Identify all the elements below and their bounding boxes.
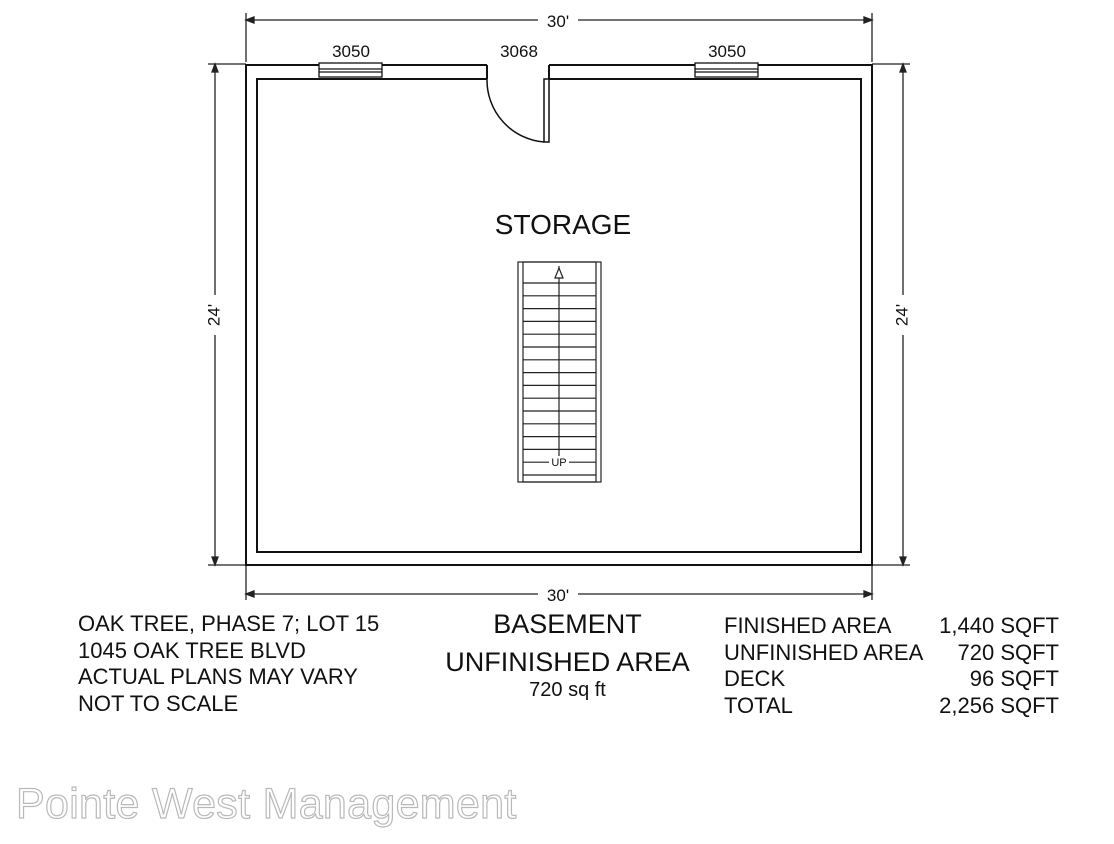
dimension-left-label: 24'	[204, 304, 223, 326]
watermark: Pointe West Management	[15, 779, 517, 828]
floor-subtitle: UNFINISHED AREA	[445, 647, 690, 677]
window-right-label: 3050	[708, 42, 746, 61]
area-label-deck: DECK	[724, 666, 786, 691]
area-table-labels: FINISHED AREA UNFINISHED AREA DECK TOTAL	[724, 613, 923, 719]
room-label: STORAGE	[495, 209, 631, 240]
floor-title: BASEMENT	[493, 609, 642, 639]
area-table-values: 1,440 SQFT 720 SQFT 96 SQFT 2,256 SQFT	[900, 613, 1059, 719]
stair-up-label: UP	[551, 457, 566, 469]
lot-info-line: OAK TREE, PHASE 7; LOT 15	[78, 611, 380, 636]
scale-note: NOT TO SCALE	[78, 690, 239, 716]
floor-area: 720 sq ft	[529, 679, 606, 701]
area-label-total: TOTAL	[724, 692, 793, 718]
window-right	[694, 62, 759, 78]
door-label: 3068	[500, 42, 538, 61]
area-value-finished: 1,440 SQFT	[939, 613, 1059, 638]
door-swing	[486, 78, 550, 143]
window-left	[318, 62, 383, 78]
address-line: 1045 OAK TREE BLVD	[78, 637, 306, 663]
dimension-bottom-label: 30'	[547, 586, 569, 605]
area-value-total: 2,256 SQFT	[939, 692, 1059, 718]
dimension-left	[208, 62, 246, 567]
dimension-right	[872, 62, 910, 567]
area-value-unfinished: 720 SQFT	[957, 639, 1059, 665]
window-left-label: 3050	[332, 42, 370, 61]
dimension-top-label: 30'	[547, 12, 569, 31]
area-value-deck: 96 SQFT	[969, 666, 1059, 691]
area-label-unfinished: UNFINISHED AREA	[724, 639, 924, 665]
staircase	[517, 261, 602, 483]
dimension-bottom	[244, 566, 874, 600]
lot-info: OAK TREE, PHASE 7; LOT 15 1045 OAK TREE …	[78, 611, 379, 717]
door-opening	[487, 64, 549, 80]
dimension-top	[244, 13, 874, 62]
disclaimer-line: ACTUAL PLANS MAY VARY	[78, 664, 358, 689]
area-label-finished: FINISHED AREA	[724, 613, 892, 638]
exterior-walls	[245, 64, 873, 566]
dimension-right-label: 24'	[892, 304, 911, 326]
